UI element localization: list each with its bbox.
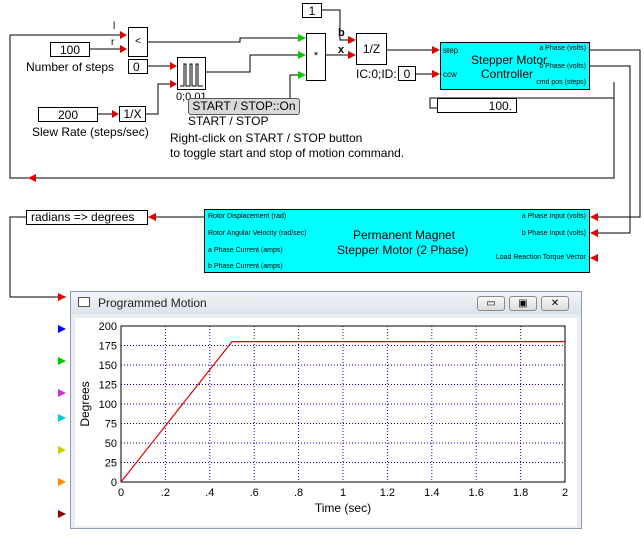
y-tick-label: 75 (105, 419, 117, 431)
x-tick-label: 0 (118, 487, 124, 499)
stepper-controller-block[interactable]: step ccw Stepper Motor Controller a Phas… (440, 42, 590, 90)
compare-in-l: l (113, 21, 116, 32)
ic-value[interactable]: 0 (398, 66, 416, 81)
y-tick-label: 125 (99, 380, 117, 392)
help-text-2: to toggle start and stop of motion comma… (170, 146, 405, 160)
controller-out-cmd: cmd pos (steps) (536, 79, 586, 86)
motor-out-4: b Phase Current (amps) (208, 263, 283, 270)
x-tick-label: 1.8 (513, 487, 528, 499)
start-stop-button[interactable]: START / STOP::On (188, 98, 300, 115)
y-tick-label: 150 (99, 360, 117, 372)
y-tick-label: 50 (105, 438, 117, 450)
cmd-pos-display: 100. (437, 98, 517, 113)
multiply-block[interactable]: * (306, 33, 326, 81)
y-axis-label: Degrees (78, 381, 92, 426)
slew-rate-input[interactable]: 200 (38, 107, 98, 122)
motor-in-2: b Phase Input (volts) (521, 230, 586, 237)
controller-in-ccw: ccw (443, 70, 457, 79)
motor-in-1: a Phase Input (volts) (521, 213, 586, 220)
close-button[interactable]: ✕ (541, 296, 569, 311)
slew-rate-label: Slew Rate (steps/sec) (32, 125, 149, 139)
x-tick-label: .4 (205, 487, 214, 499)
motor-in-3: Load Reaction Torque Vector (495, 254, 586, 261)
motor-out-3: a Phase Current (amps) (208, 247, 283, 254)
help-text-1: Right-click on START / STOP button (170, 131, 363, 145)
x-tick-label: 1.2 (380, 487, 395, 499)
x-tick-label: .2 (161, 487, 170, 499)
const-one-block[interactable]: 1 (302, 3, 322, 18)
motor-title-2: Stepper Motor (2 Phase) (337, 243, 469, 257)
pulse-icon (180, 63, 203, 87)
zero-input[interactable]: 0 (128, 59, 148, 74)
ic-label: IC:0;ID: (356, 67, 397, 81)
maximize-button[interactable]: ▣ (509, 296, 537, 311)
rad-deg-block[interactable]: radians => degrees (26, 210, 148, 225)
plot-area: 0 .2 .4 .6 .8 1 1.2 1.4 1.6 1.8 2 0 25 50 75 100 125 150 1… (75, 318, 577, 526)
plot-frame (120, 325, 566, 483)
num-steps-input[interactable]: 100 (50, 42, 90, 57)
programmed-motion-chart: 0 .2 .4 .6 .8 1 1.2 1.4 1.6 1.8 2 0 25 50 75 100 125 150 1… (78, 321, 568, 515)
plot-window[interactable]: Programmed Motion ▭ ▣ ✕ 0 .2 .4 .6 .8 1 1.2 1.4… (70, 291, 582, 529)
y-tick-label: 100 (99, 399, 117, 411)
minimize-button[interactable]: ▭ (477, 296, 505, 311)
motor-title-1: Permanent Magnet (353, 228, 456, 242)
y-tick-label: 25 (105, 458, 117, 470)
delay-block[interactable]: 1/Z (356, 33, 387, 65)
compare-in-r: r (111, 37, 115, 48)
delay-in-b: b (338, 27, 345, 39)
start-stop-label: START / STOP (188, 114, 269, 128)
x-tick-label: 1.4 (424, 487, 439, 499)
stepper-motor-block[interactable]: Rotor Displacement (rad) Rotor Angular V… (204, 209, 590, 273)
x-axis-label: Time (sec) (315, 501, 371, 515)
series-line (120, 341, 565, 483)
y-tick-label: 175 (99, 341, 117, 353)
controller-in-step: step (443, 46, 459, 55)
plot-window-title: Programmed Motion (98, 296, 207, 310)
controller-out-a: a Phase (volts) (539, 45, 586, 52)
x-tick-label: 1 (340, 487, 346, 499)
pulse-block[interactable] (177, 57, 206, 90)
motor-out-1: Rotor Displacement (rad) (208, 213, 287, 220)
y-tick-label: 200 (99, 321, 117, 333)
x-tick-label: .8 (294, 487, 303, 499)
x-tick-label: .6 (250, 487, 259, 499)
reciprocal-block[interactable]: 1/X (119, 106, 146, 122)
plot-window-titlebar[interactable]: Programmed Motion ▭ ▣ ✕ (71, 292, 581, 314)
compare-block[interactable]: < (128, 27, 148, 57)
delay-in-x: x (338, 44, 345, 56)
controller-title-1: Stepper Motor (471, 53, 548, 67)
controller-out-b: b Phase (volts) (539, 63, 586, 70)
x-tick-label: 1.6 (469, 487, 484, 499)
x-tick-label: 2 (562, 487, 568, 499)
window-app-icon (78, 297, 90, 307)
num-steps-label: Number of steps (26, 60, 115, 74)
motor-out-2: Rotor Angular Velocity (rad/sec) (208, 230, 307, 237)
y-tick-label: 0 (111, 477, 117, 489)
controller-title-2: Controller (481, 67, 534, 81)
